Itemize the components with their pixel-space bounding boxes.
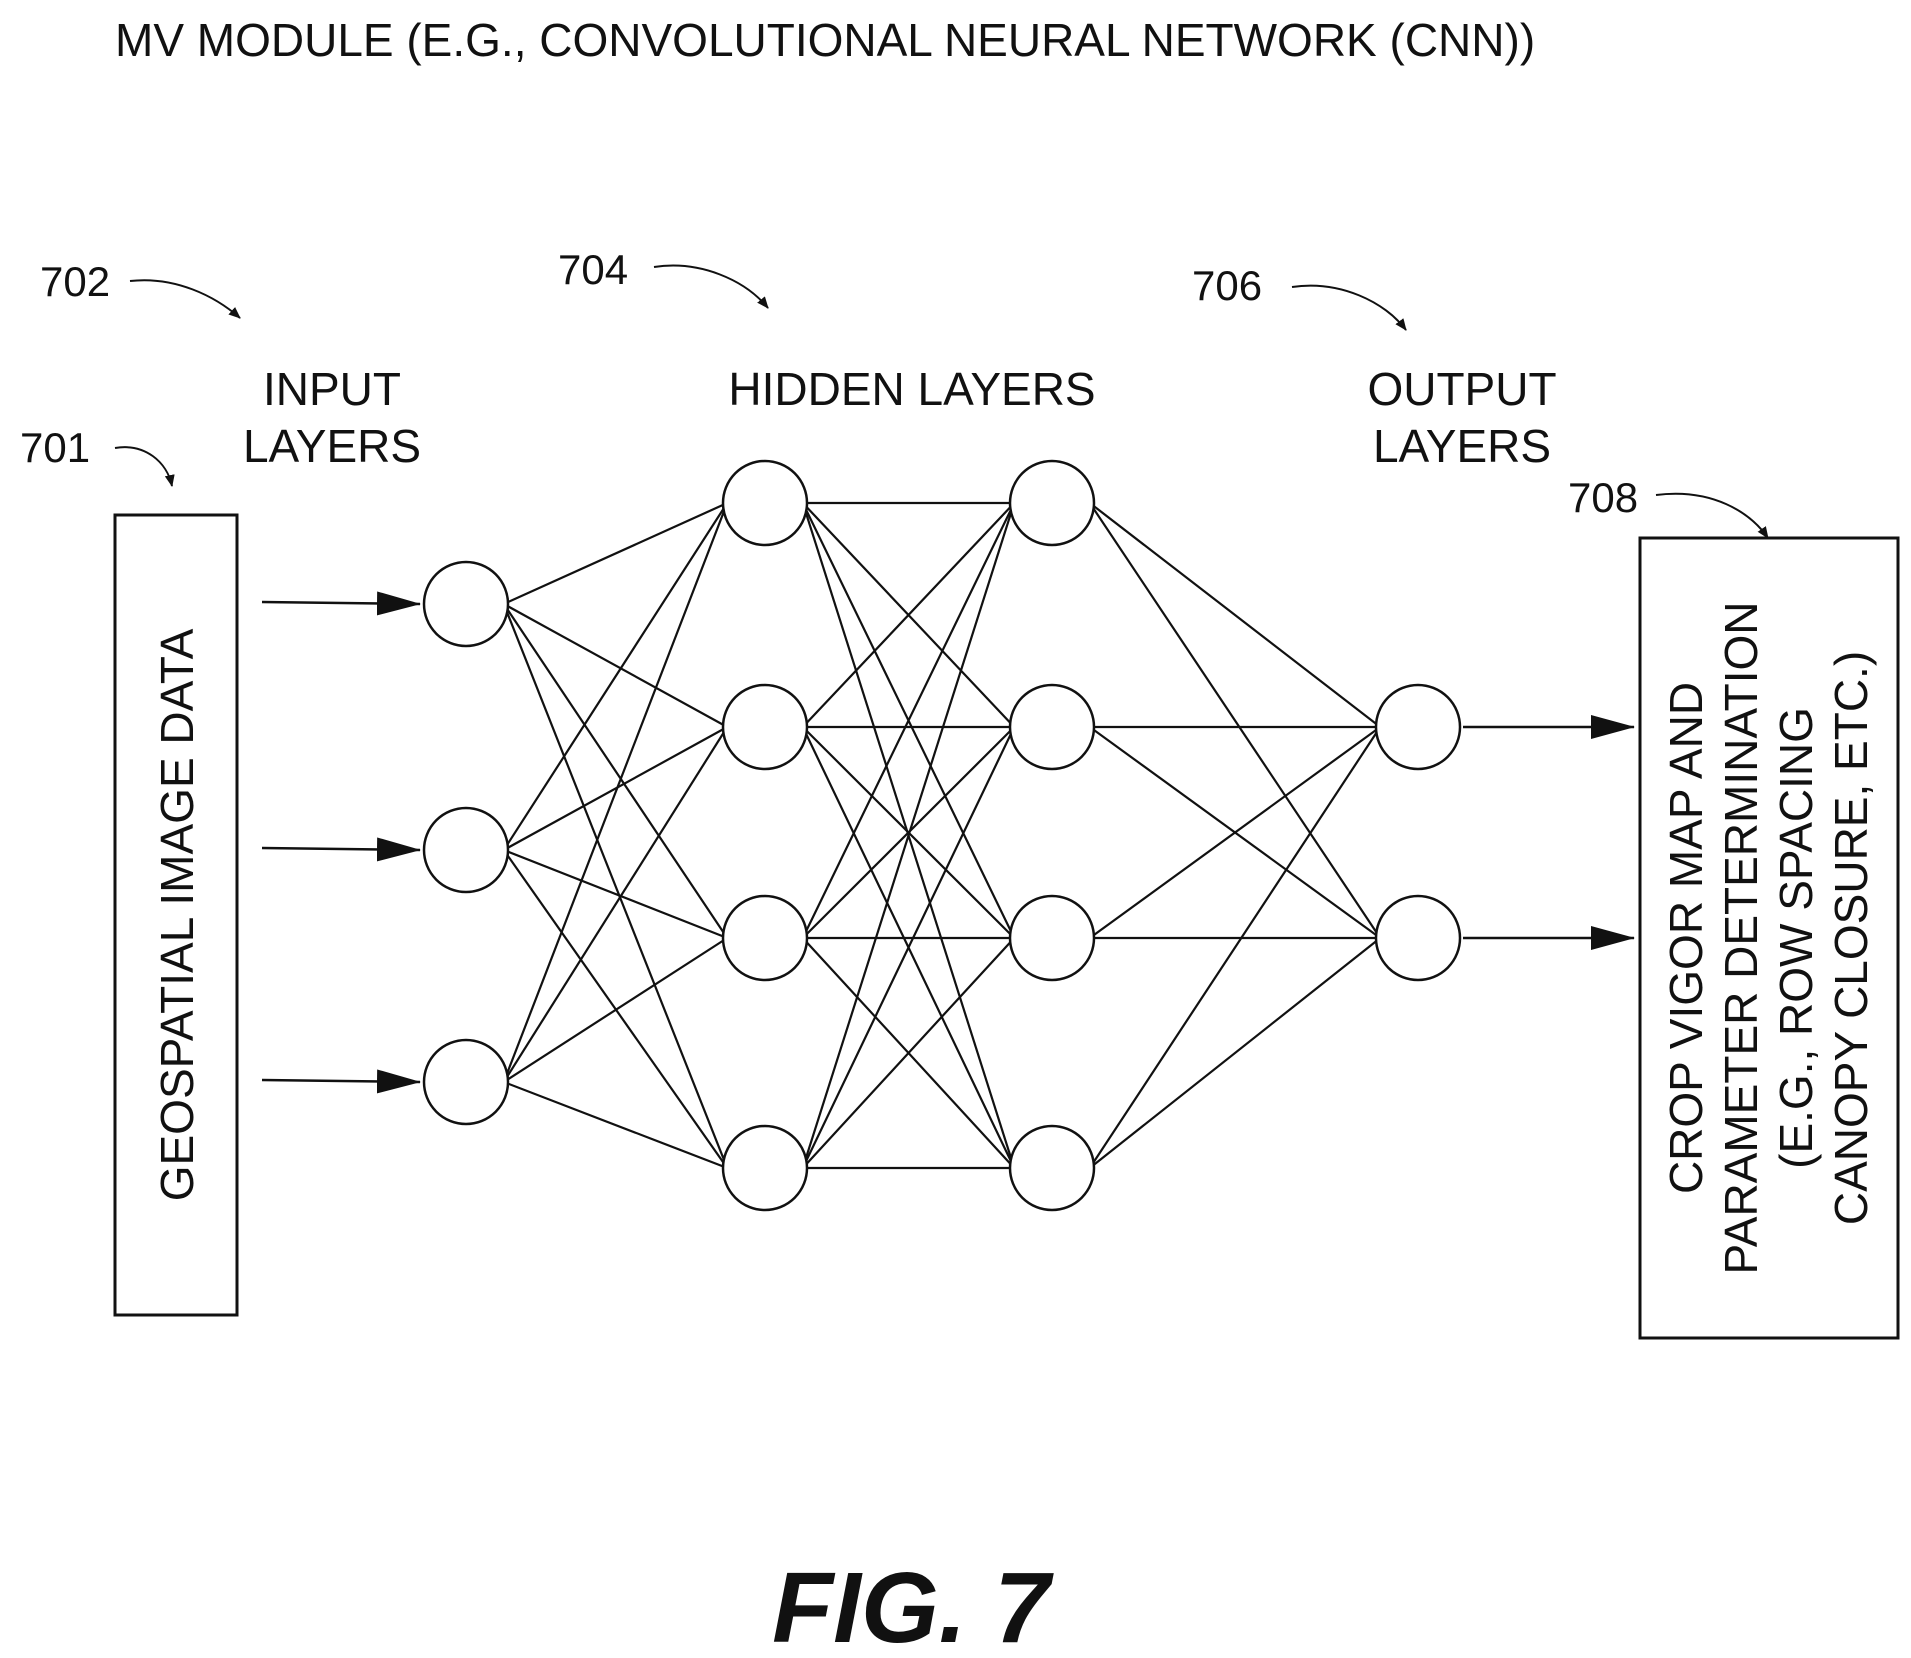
ref-704: 704 bbox=[558, 246, 628, 293]
output-layers-label-line1: OUTPUT bbox=[1367, 363, 1556, 415]
figure-label: FIG. 7 bbox=[772, 1552, 1054, 1658]
leader-704 bbox=[653, 264, 769, 309]
connection-hidden-b-4-to-output-1 bbox=[1088, 726, 1382, 1169]
hidden-b-node-2 bbox=[1008, 683, 1096, 771]
leader-708 bbox=[1655, 492, 1769, 539]
output-text-line-4: CANOPY CLOSURE, ETC.) bbox=[1825, 651, 1877, 1225]
connection-input-1-to-hidden-a-3 bbox=[502, 603, 729, 939]
input-arrow-3 bbox=[261, 1069, 421, 1094]
connection-input-2-to-hidden-a-2 bbox=[503, 726, 728, 851]
connection-input-3-to-hidden-a-2 bbox=[502, 726, 729, 1083]
connection-input-1-to-hidden-a-1 bbox=[503, 501, 728, 606]
geospatial-image-data-box bbox=[113, 513, 239, 1317]
hidden-a-node-2 bbox=[721, 683, 809, 771]
ref-701: 701 bbox=[20, 424, 90, 471]
hidden-a-node-1 bbox=[721, 459, 809, 547]
ref-702: 702 bbox=[40, 258, 110, 305]
output-node-2 bbox=[1374, 894, 1462, 982]
connection-hidden-b-4-to-output-2 bbox=[1089, 937, 1381, 1169]
input-layers-label-line1: INPUT bbox=[263, 363, 401, 415]
output-text-line-1: CROP VIGOR MAP AND bbox=[1660, 682, 1712, 1194]
input-node-2 bbox=[422, 806, 510, 894]
hidden-b-node-4 bbox=[1008, 1124, 1096, 1212]
connection-hidden-a-4-to-hidden-b-3 bbox=[801, 937, 1016, 1169]
input-node-3 bbox=[422, 1038, 510, 1126]
output-node-1 bbox=[1374, 683, 1462, 771]
output-text-line-3: (E.G., ROW SPACING bbox=[1770, 707, 1822, 1169]
connection-hidden-a-4-to-hidden-b-1 bbox=[801, 502, 1016, 1169]
output-text-line-2: PARAMETER DETERMINATION bbox=[1715, 602, 1767, 1275]
connection-input-2-to-hidden-a-3 bbox=[503, 848, 728, 940]
connection-hidden-a-4-to-hidden-b-2 bbox=[801, 726, 1016, 1169]
leader-702 bbox=[129, 279, 241, 319]
connection-input-2-to-hidden-a-1 bbox=[502, 502, 729, 851]
output-arrows bbox=[1463, 715, 1635, 950]
connection-input-3-to-hidden-a-4 bbox=[503, 1080, 728, 1170]
connection-hidden-b-3-to-output-1 bbox=[1089, 726, 1381, 939]
hidden-a-node-3 bbox=[721, 894, 809, 982]
network-connections bbox=[502, 501, 1382, 1170]
leader-701 bbox=[114, 446, 175, 487]
hidden-b-node-3 bbox=[1008, 894, 1096, 982]
crop-vigor-output-box bbox=[1638, 536, 1900, 1340]
input-arrows bbox=[261, 591, 421, 1094]
output-layers-label-line2: LAYERS bbox=[1373, 420, 1551, 472]
ref-706: 706 bbox=[1192, 262, 1262, 309]
input-node-1 bbox=[422, 560, 510, 648]
input-arrow-2 bbox=[261, 837, 421, 862]
connection-hidden-a-3-to-hidden-b-1 bbox=[801, 502, 1016, 939]
hidden-layers-label: HIDDEN LAYERS bbox=[728, 363, 1095, 415]
network-nodes bbox=[422, 459, 1462, 1212]
connection-hidden-b-1-to-output-1 bbox=[1089, 502, 1381, 728]
leader-706 bbox=[1291, 284, 1407, 331]
input-layers-label-line2: LAYERS bbox=[243, 420, 421, 472]
connection-input-3-to-hidden-a-1 bbox=[502, 502, 729, 1083]
diagram-title: MV MODULE (E.G., CONVOLUTIONAL NEURAL NE… bbox=[115, 14, 1535, 66]
ref-708: 708 bbox=[1568, 474, 1638, 521]
geospatial-image-data-text: GEOSPATIAL IMAGE DATA bbox=[151, 628, 203, 1201]
connection-input-3-to-hidden-a-3 bbox=[503, 937, 728, 1083]
connection-input-1-to-hidden-a-2 bbox=[503, 603, 728, 728]
hidden-b-node-1 bbox=[1008, 459, 1096, 547]
crop-vigor-output-text: CROP VIGOR MAP AND PARAMETER DETERMINATI… bbox=[1660, 602, 1877, 1275]
connection-hidden-b-1-to-output-2 bbox=[1088, 502, 1382, 939]
connection-input-1-to-hidden-a-4 bbox=[502, 603, 729, 1169]
hidden-a-node-4 bbox=[721, 1124, 809, 1212]
input-arrow-1 bbox=[261, 591, 421, 616]
connection-hidden-a-2-to-hidden-b-1 bbox=[801, 502, 1016, 728]
